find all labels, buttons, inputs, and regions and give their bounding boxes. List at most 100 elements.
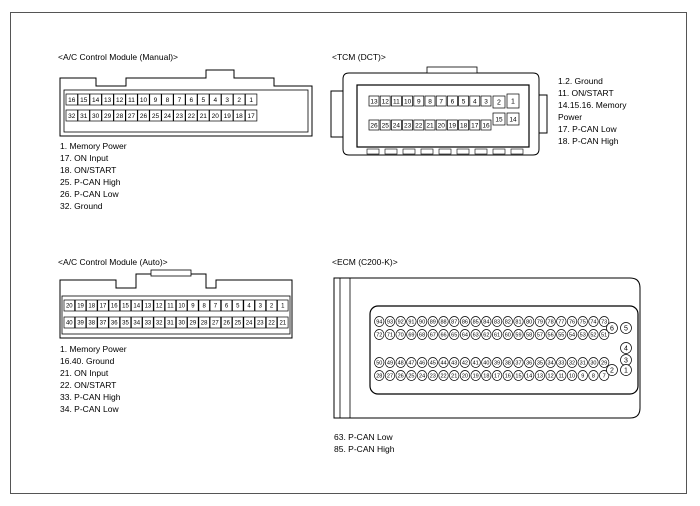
pin-cell	[556, 370, 567, 381]
pin-label: 5	[236, 304, 240, 310]
note: 17. ON Input	[60, 153, 109, 163]
pin-cell	[209, 316, 222, 329]
pin-cell	[77, 109, 90, 122]
pin-label: 46	[419, 360, 425, 366]
pin-cell	[469, 119, 481, 131]
pin-label: 79	[537, 319, 543, 325]
bottom-rib	[474, 148, 488, 155]
pin-cell	[164, 299, 177, 312]
ecm-title: <ECM (C200-K)>	[332, 257, 398, 267]
pin-cell	[545, 357, 556, 368]
pin-label: 15	[495, 116, 503, 123]
pin-cell	[480, 95, 492, 107]
pin-cell	[176, 299, 188, 312]
pin-label: 12	[116, 97, 124, 104]
pin-cell	[458, 119, 469, 131]
pin-label: 21	[426, 122, 434, 129]
pin-cell	[187, 316, 199, 329]
pin-label: 19	[473, 373, 479, 379]
pin-label: 9	[417, 98, 421, 105]
pin-cell	[395, 316, 406, 327]
bottom-rib	[366, 148, 380, 155]
pin-cell	[185, 109, 198, 122]
pin-label: 13	[370, 98, 378, 105]
note: 85. P-CAN High	[334, 444, 395, 454]
pin-cell	[449, 357, 460, 368]
pin-label: 5	[624, 326, 628, 333]
pin-cell	[524, 370, 535, 381]
pin-label: 25	[234, 321, 241, 327]
pin-cell	[384, 329, 396, 340]
pin-cell	[513, 370, 524, 381]
pin-label: 10	[140, 97, 148, 104]
connector-housing	[333, 277, 641, 419]
pin-label: 7	[214, 304, 218, 310]
pin-cell	[416, 370, 428, 381]
pin-cell	[233, 93, 246, 106]
pin-label: 38	[505, 360, 511, 366]
pin-label: 93	[387, 319, 393, 325]
note: 32. Ground	[60, 201, 103, 211]
note: 1. Memory Power	[60, 141, 127, 151]
pin-label: 14	[92, 97, 100, 104]
pin-label: 9	[581, 373, 584, 379]
pin-label: 23	[430, 373, 436, 379]
pin-cell	[427, 316, 438, 327]
pin-cell	[164, 316, 177, 329]
pin-cell	[142, 316, 154, 329]
pin-label: 13	[104, 97, 112, 104]
pin-label: 30	[590, 360, 596, 366]
pin-label: 16	[505, 373, 511, 379]
pin-cell	[502, 357, 513, 368]
pin-label: 24	[419, 373, 425, 379]
pin-cell	[173, 93, 186, 106]
pin-cell	[588, 316, 599, 327]
pin-cell	[101, 109, 114, 122]
pin-label: 73	[601, 319, 607, 325]
pin-frame	[356, 84, 530, 148]
pin-cell	[606, 364, 618, 376]
pin-cell	[481, 370, 492, 381]
pin-label: 13	[537, 373, 543, 379]
pin-cell	[161, 93, 174, 106]
pin-cell	[620, 364, 632, 376]
pin-cell	[599, 357, 610, 368]
pin-label: 30	[92, 113, 100, 120]
pin-cell	[173, 109, 186, 122]
pin-cell	[406, 357, 417, 368]
pin-label: 22	[415, 122, 423, 129]
pin-cell	[63, 316, 75, 329]
pin-frame	[61, 295, 291, 335]
pin-cell	[524, 329, 535, 340]
pin-label: 75	[580, 319, 586, 325]
pin-cell	[368, 119, 380, 131]
pin-label: 20	[438, 122, 446, 129]
pin-cell	[416, 357, 428, 368]
pin-cell	[220, 299, 233, 312]
pin-label: 28	[376, 373, 382, 379]
pin-label: 10	[404, 98, 412, 105]
note: 21. ON Input	[60, 368, 109, 378]
pin-cell	[176, 316, 188, 329]
pin-cell	[185, 93, 198, 106]
top-tab	[426, 66, 478, 74]
pin-cell	[599, 329, 610, 340]
pin-label: 91	[408, 319, 414, 325]
pin-cell	[491, 329, 503, 340]
note: 18. P-CAN High	[558, 136, 619, 146]
pin-label: 10	[178, 304, 185, 310]
pin-cell	[599, 370, 610, 381]
pin-label: 90	[419, 319, 425, 325]
pin-label: 6	[610, 326, 614, 333]
pin-label: 1	[511, 99, 515, 106]
pin-label: 25	[152, 113, 160, 120]
pin-cell	[566, 357, 578, 368]
pin-cell	[125, 93, 138, 106]
pin-cell	[459, 329, 471, 340]
pin-label: 8	[202, 304, 206, 310]
pin-cell	[384, 316, 396, 327]
pin-label: 16	[482, 122, 490, 129]
pin-cell	[74, 316, 87, 329]
